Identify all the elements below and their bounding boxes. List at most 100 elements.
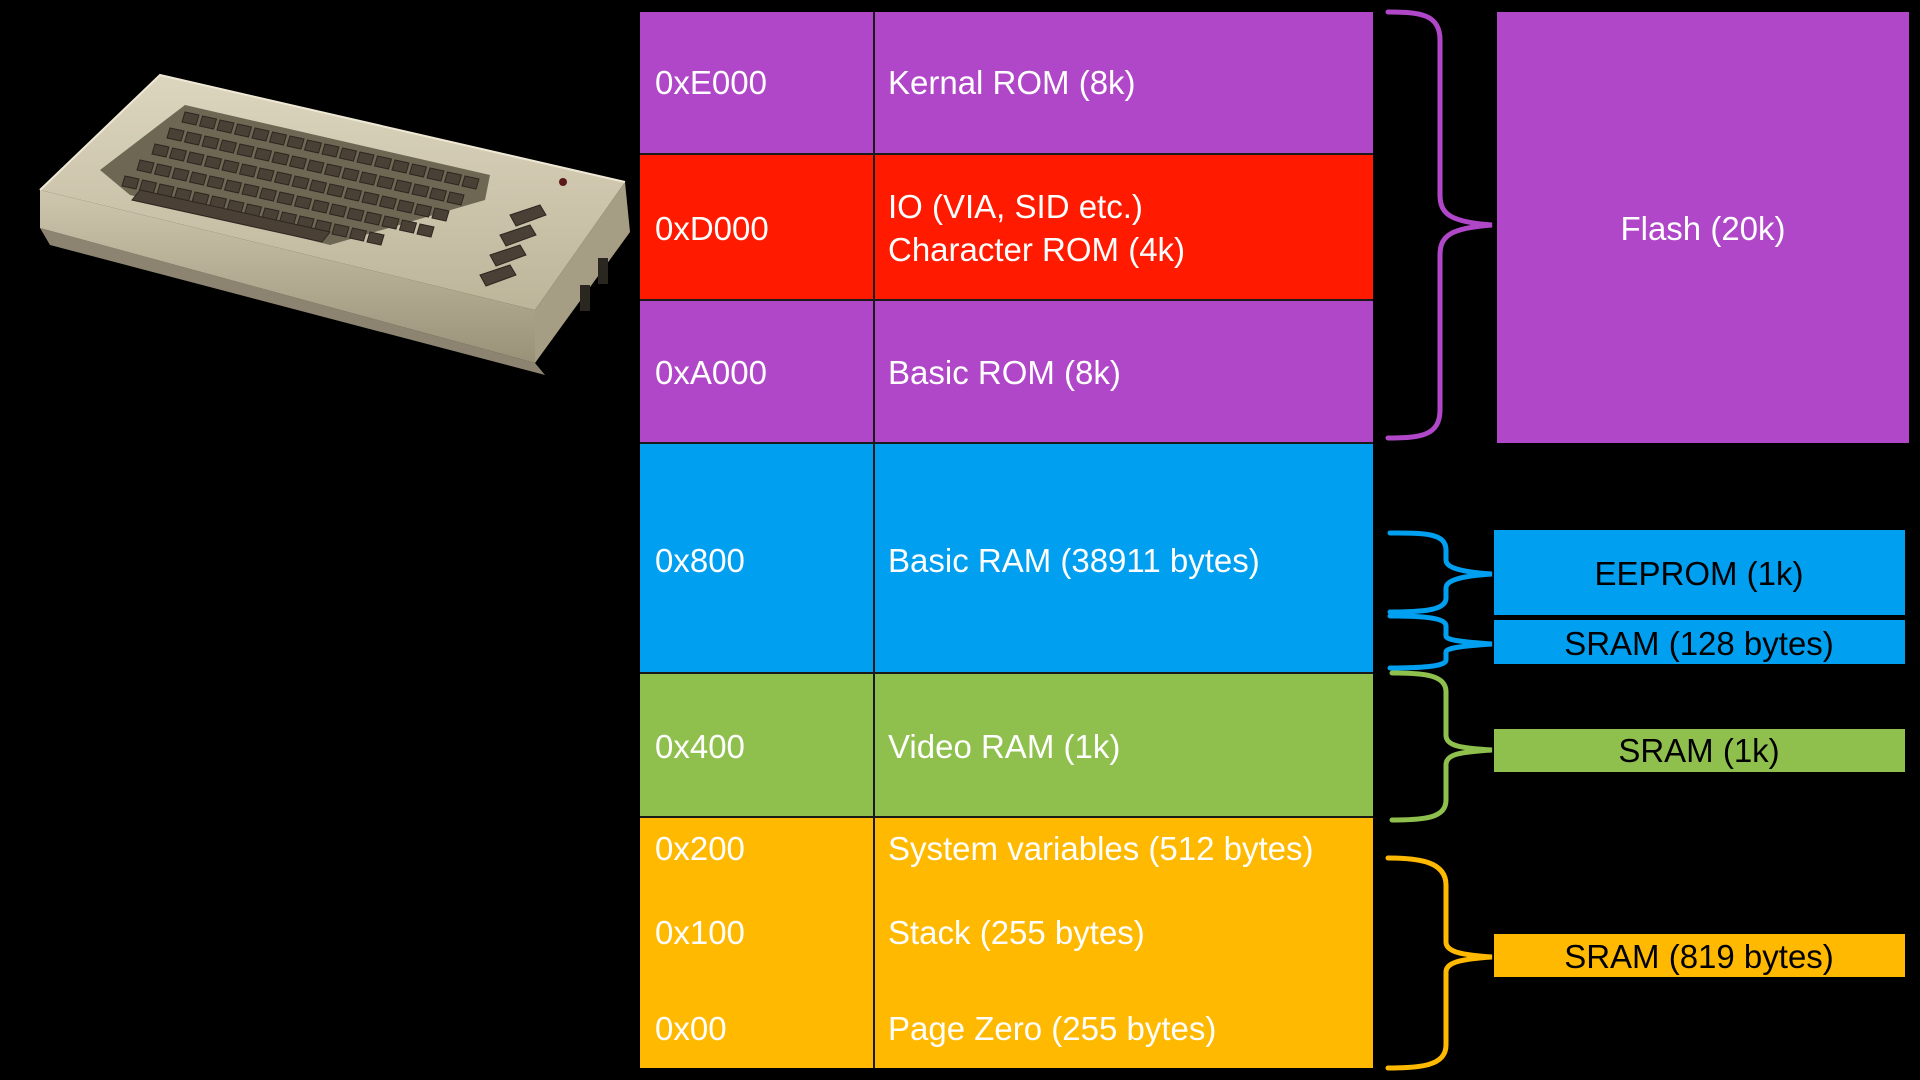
keyboard-key: [136, 159, 155, 174]
keyboard-key: [408, 163, 428, 178]
keyboard-key: [188, 171, 208, 186]
braces: [1385, 9, 1493, 1071]
keyboard-key: [256, 167, 275, 182]
label-basic-rom: Basic ROM (8k): [888, 354, 1121, 391]
sram-1k-label: SRAM (1k): [1618, 732, 1779, 769]
sram-128-brace: [1387, 613, 1493, 671]
flash-label: Flash (20k): [1620, 210, 1785, 247]
io-block: [640, 154, 1373, 300]
address-stack: 0x100: [655, 914, 745, 951]
keyboard-key: [378, 195, 398, 210]
commodore-64-computer-icon: [39, 73, 630, 375]
label-system-variables: System variables (512 bytes): [888, 830, 1314, 867]
keyboard-key: [348, 227, 368, 242]
keyboard-key: [431, 207, 450, 222]
sram-1k-brace: [1389, 670, 1493, 823]
keyboard-key: [446, 191, 465, 206]
keyboard-key: [346, 207, 365, 222]
address-io: 0xD000: [655, 210, 769, 247]
keyboard-key: [253, 147, 273, 162]
basic-ram-block: [640, 443, 1373, 673]
keyboard-key: [461, 175, 480, 190]
eeprom-brace: [1387, 530, 1493, 615]
keyboard-key: [201, 135, 220, 150]
address-kernal-rom: 0xE000: [655, 64, 767, 101]
keyboard-key: [331, 223, 350, 238]
keyboard-key: [273, 171, 293, 186]
keyboard-key: [413, 203, 433, 218]
label-stack: Stack (255 bytes): [888, 914, 1145, 951]
keyboard-key: [181, 111, 200, 126]
keyboard-key: [198, 115, 218, 130]
keyboard-key: [151, 143, 170, 158]
keyboard-key: [428, 187, 448, 202]
keyboard-key: [166, 127, 185, 142]
keyboard-key: [366, 231, 385, 246]
label-basic-ram: Basic RAM (38911 bytes): [888, 542, 1260, 579]
label-video-ram: Video RAM (1k): [888, 728, 1120, 765]
keyboard-key: [358, 171, 378, 186]
address-system-variables: 0x200: [655, 830, 745, 867]
keyboard-key: [381, 215, 400, 230]
keyboard-key: [153, 163, 173, 178]
keyboard-key: [271, 151, 290, 166]
keyboard-key: [361, 191, 380, 206]
label-io: IO (VIA, SID etc.): [888, 188, 1143, 225]
address-video-ram: 0x400: [655, 728, 745, 765]
keyboard-key: [328, 203, 348, 218]
keyboard-key: [286, 135, 305, 150]
system-block: [640, 817, 1373, 1068]
keyboard-key: [238, 163, 258, 178]
keyboard-key: [391, 159, 410, 174]
keyboard-key: [393, 179, 413, 194]
keyboard-key: [288, 155, 308, 170]
keyboard-key: [251, 127, 270, 142]
keyboard-key: [398, 219, 418, 234]
keyboard-key: [338, 147, 358, 162]
keyboard-key: [326, 183, 345, 198]
keyboard-key: [233, 123, 253, 138]
keyboard-key: [216, 119, 235, 134]
label-character-rom: Character ROM (4k): [888, 231, 1185, 268]
keyboard-key: [308, 179, 328, 194]
eeprom-box: [1494, 530, 1905, 615]
basic-rom-block: [640, 300, 1373, 443]
keyboard-key: [223, 179, 243, 194]
keyboard-key: [373, 155, 393, 170]
keyboard-key: [356, 151, 375, 166]
keyboard-key: [411, 183, 430, 198]
keyboard-key: [323, 163, 343, 178]
mapping-boxes: Flash (20k) EEPROM (1k) SRAM (128 bytes)…: [1494, 12, 1909, 977]
keyboard-key: [416, 223, 435, 238]
keyboard-key: [321, 143, 340, 158]
eeprom-label: EEPROM (1k): [1594, 555, 1803, 592]
sram-128-label: SRAM (128 bytes): [1564, 625, 1834, 662]
keyboard-key: [306, 159, 325, 174]
sram-128-box: [1494, 620, 1905, 664]
sram-819-label: SRAM (819 bytes): [1564, 938, 1834, 975]
keyboard-key: [121, 175, 140, 190]
flash-brace: [1385, 9, 1493, 441]
keyboard-key: [241, 183, 260, 198]
sram-819-box: [1494, 934, 1905, 977]
keyboard-key: [303, 139, 323, 154]
keyboard-key: [258, 187, 278, 202]
keyboard-key: [168, 147, 188, 162]
sram-1k-box: [1494, 729, 1905, 772]
video-ram-block: [640, 673, 1373, 817]
flash-box: [1497, 12, 1909, 443]
keyboard-key: [443, 171, 463, 186]
keyboard-key: [376, 175, 395, 190]
keyboard-key: [396, 199, 415, 214]
keyboard-key: [183, 131, 203, 146]
keyboard-key: [203, 155, 223, 170]
keyboard-key: [221, 159, 240, 174]
keyboard-key: [218, 139, 238, 154]
keyboard-key: [426, 167, 445, 182]
keyboard-key: [291, 175, 310, 190]
address-basic-ram: 0x800: [655, 542, 745, 579]
address-page-zero: 0x00: [655, 1010, 727, 1047]
label-kernal-rom: Kernal ROM (8k): [888, 64, 1136, 101]
keyboard-key: [311, 199, 330, 214]
